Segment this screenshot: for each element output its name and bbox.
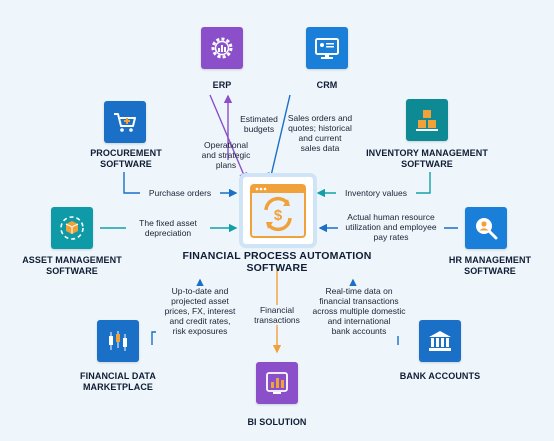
erp-label: ERP (212, 80, 232, 90)
arrow-sales-orders (267, 94, 291, 182)
hr-label-line1: HR MANAGEMENT (448, 255, 532, 265)
inventory-icon (406, 99, 448, 141)
flow-purchase-orders: Purchase orders (140, 188, 220, 198)
svg-text:$: $ (274, 207, 283, 224)
fin-data-label-line2: MARKETPLACE (82, 382, 154, 392)
inventory-label-line2: SOFTWARE (401, 159, 453, 169)
asset-label-line1: ASSET MANAGEMENT (22, 255, 122, 265)
flow-estimated-budgets: Estimated budgets (240, 114, 278, 134)
procurement-label: PROCUREMENT SOFTWARE (78, 148, 174, 170)
center-title-line1: FINANCIAL PROCESS AUTOMATION (182, 250, 372, 262)
hr-label-line2: SOFTWARE (464, 266, 516, 276)
inventory-label-line1: INVENTORY MANAGEMENT (366, 148, 488, 158)
fin-data-label: FINANCIAL DATA MARKETPLACE (66, 371, 170, 393)
inventory-label: INVENTORY MANAGEMENT SOFTWARE (358, 148, 496, 170)
flow-financial-transactions: Financial transactions (248, 305, 306, 325)
asset-label: ASSET MANAGEMENT SOFTWARE (14, 255, 130, 277)
flow-sales-orders: Sales orders and quotes; historical and … (287, 113, 353, 153)
asset-label-line2: SOFTWARE (46, 266, 98, 276)
center-title-line2: SOFTWARE (246, 262, 308, 274)
flow-bank-data: Real-time data on financial transactions… (304, 286, 414, 336)
bi-label: BI SOLUTION (247, 417, 307, 427)
crm-icon (306, 27, 348, 69)
procurement-label-line1: PROCUREMENT (90, 148, 162, 158)
erp-icon (201, 27, 243, 69)
hr-icon (465, 207, 507, 249)
procurement-icon (104, 101, 146, 143)
bank-label: BANK ACCOUNTS (399, 371, 481, 381)
crm-label: CRM (316, 80, 338, 90)
hr-label: HR MANAGEMENT SOFTWARE (436, 255, 544, 277)
flow-fixed-asset: The fixed asset depreciation (126, 218, 210, 238)
center-title: FINANCIAL PROCESS AUTOMATION SOFTWARE (168, 250, 386, 274)
fin-data-icon (97, 320, 139, 362)
fin-data-label-line1: FINANCIAL DATA (80, 371, 156, 381)
asset-icon (51, 207, 93, 249)
flow-operational-plans: Operational and strategic plans (201, 140, 251, 170)
flow-hr-rates: Actual human resource utilization and em… (338, 212, 444, 242)
flow-market-data: Up-to-date and projected asset prices, F… (156, 286, 244, 336)
center-icon: $ (243, 177, 313, 244)
bi-icon (256, 362, 298, 404)
flow-inventory-values: Inventory values (336, 188, 416, 198)
bank-icon (419, 320, 461, 362)
arrow-operational-plans (209, 94, 248, 182)
procurement-label-line2: SOFTWARE (100, 159, 152, 169)
